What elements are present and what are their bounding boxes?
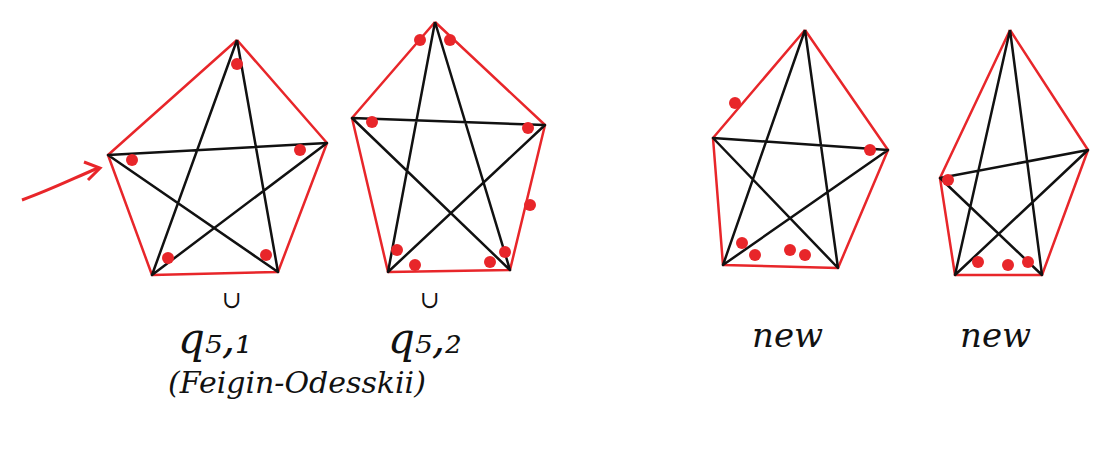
- pentagon-outline: [713, 30, 888, 268]
- angle-mark: [942, 174, 954, 186]
- angle-mark: [1002, 259, 1014, 271]
- angle-mark: [972, 256, 984, 268]
- angle-mark: [864, 144, 876, 156]
- angle-mark: [414, 34, 426, 46]
- angle-mark: [749, 249, 761, 261]
- variety-label: q₅,₂: [388, 318, 462, 360]
- angle-mark: [522, 122, 534, 134]
- angle-mark: [444, 34, 456, 46]
- angle-mark: [799, 249, 811, 261]
- inclusion-symbol: ∪: [420, 288, 440, 312]
- star-lines: [352, 22, 545, 272]
- attribution-note: (Feigin-Odesskii): [168, 368, 426, 398]
- angle-mark: [294, 144, 306, 156]
- note-label: new: [960, 318, 1031, 352]
- angle-mark: [524, 199, 536, 211]
- angle-mark: [162, 252, 174, 264]
- star-lines: [108, 40, 327, 275]
- angle-mark: [736, 237, 748, 249]
- pentagon-outline: [108, 40, 327, 275]
- angle-mark: [409, 259, 421, 271]
- angle-mark: [231, 58, 243, 70]
- inclusion-symbol: ∪: [222, 288, 242, 312]
- angle-mark: [391, 244, 403, 256]
- angle-mark: [784, 244, 796, 256]
- angle-mark: [260, 249, 272, 261]
- pointer-arrow: [22, 168, 98, 200]
- angle-mark: [126, 154, 138, 166]
- angle-mark: [729, 97, 741, 109]
- angle-mark: [366, 116, 378, 128]
- variety-label: q₅,₁: [178, 318, 252, 360]
- star-lines: [713, 30, 888, 268]
- pentagon-outline: [352, 22, 545, 272]
- star-lines: [940, 30, 1088, 275]
- angle-mark: [499, 246, 511, 258]
- pointer-arrowhead: [84, 162, 100, 180]
- angle-mark: [1022, 256, 1034, 268]
- angle-mark: [484, 256, 496, 268]
- note-label: new: [752, 318, 823, 352]
- pentagon-outline: [940, 30, 1088, 275]
